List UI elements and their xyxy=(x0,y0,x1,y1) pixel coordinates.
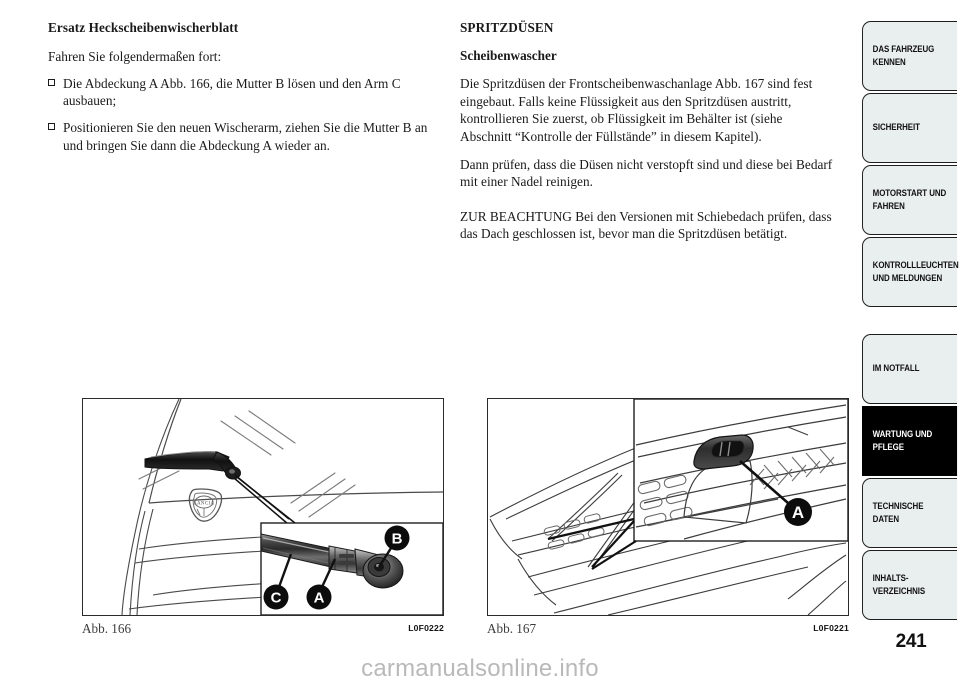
right-column-paragraph-3: ZUR BEACHTUNG Bei den Versionen mit Schi… xyxy=(460,208,832,242)
figure-167-code: L0F0221 xyxy=(813,623,849,633)
figure-166-caption: Abb. 166 L0F0222 xyxy=(82,621,444,637)
sidebar-tab-sicherheit[interactable]: SICHERHEIT xyxy=(862,93,958,163)
washer-nozzle-illustration: A xyxy=(489,399,848,615)
square-bullet-icon xyxy=(48,123,55,131)
figure-166-code: L0F0222 xyxy=(408,623,444,633)
right-column-heading: SPRITZDÜSEN xyxy=(460,20,554,35)
right-column-subheading: Scheibenwascher xyxy=(460,48,557,64)
sidebar-tab-label: KONTROLLLEUCHTEN UND MELDUNGEN xyxy=(872,259,959,283)
sidebar-tab-technische-daten[interactable]: TECHNISCHE DATEN xyxy=(862,478,958,548)
rear-wiper-blade xyxy=(144,451,241,480)
svg-text:A: A xyxy=(792,503,804,522)
figure-167: A Abb. 167 L0F0221 xyxy=(487,398,849,637)
chapter-tab-sidebar: DAS FAHRZEUG KENNEN SICHERHEIT MOTORSTAR… xyxy=(862,0,960,686)
callout-b: B xyxy=(384,525,410,551)
svg-text:B: B xyxy=(392,531,403,548)
figure-166-image: LANCIA xyxy=(82,398,444,616)
left-column-bullet-list: Die Abdeckung A Abb. 166, die Mutter B l… xyxy=(48,75,430,155)
sidebar-tab-wartung-und-pflege[interactable]: WARTUNG UND PFLEGE xyxy=(862,406,958,476)
sidebar-tab-im-notfall[interactable]: IM NOTFALL xyxy=(862,334,958,404)
rear-wiper-illustration: LANCIA xyxy=(121,399,443,615)
sidebar-tab-label: DAS FAHRZEUG KENNEN xyxy=(872,43,935,67)
sidebar-tab-label: WARTUNG UND PFLEGE xyxy=(872,428,933,452)
figure-166: LANCIA xyxy=(82,398,444,637)
right-text-column: SPRITZDÜSEN Scheibenwascher Die Spritzdü… xyxy=(460,20,835,254)
svg-text:LANCIA: LANCIA xyxy=(194,502,215,507)
lancia-badge: LANCIA xyxy=(188,488,223,522)
sidebar-tab-das-fahrzeug-kennen[interactable]: DAS FAHRZEUG KENNEN xyxy=(862,21,958,91)
figure-167-label: Abb. 167 xyxy=(487,621,537,636)
square-bullet-icon xyxy=(48,78,55,86)
figure-167-inset: A xyxy=(633,399,848,542)
washer-nozzle xyxy=(693,434,754,470)
sidebar-tab-label: MOTORSTART UND FAHREN xyxy=(872,187,947,211)
figure-166-label: Abb. 166 xyxy=(82,621,132,636)
sidebar-tab-label: TECHNISCHE DATEN xyxy=(872,500,924,524)
sidebar-tab-motorstart-und-fahren[interactable]: MOTORSTART UND FAHREN xyxy=(862,165,958,235)
callout-a: A xyxy=(784,498,812,526)
sidebar-tab-label: IM NOTFALL xyxy=(872,363,920,374)
left-text-column: Ersatz Heckscheibenwischerblatt Fahren S… xyxy=(48,20,430,164)
list-item-text: Positionieren Sie den neuen Wischerarm, … xyxy=(63,120,428,153)
sidebar-tab-label: INHALTS- VERZEICHNIS xyxy=(872,572,926,596)
figure-166-inset: B C A xyxy=(260,522,443,615)
list-item-text: Die Abdeckung A Abb. 166, die Mutter B l… xyxy=(63,75,401,108)
list-item: Die Abdeckung A Abb. 166, die Mutter B l… xyxy=(48,75,430,110)
watermark: carmanualsonline.info xyxy=(361,655,599,682)
svg-text:A: A xyxy=(314,590,325,607)
sidebar-tab-inhaltsverzeichnis[interactable]: INHALTS- VERZEICHNIS xyxy=(862,550,958,620)
right-column-paragraph-1: Die Spritzdüsen der Frontscheibenwaschan… xyxy=(460,76,813,144)
sidebar-tab-kontrollleuchten-und-meldungen[interactable]: KONTROLLLEUCHTEN UND MELDUNGEN xyxy=(862,237,959,307)
callout-c: C xyxy=(263,584,289,610)
left-column-intro: Fahren Sie folgendermaßen fort: xyxy=(48,49,222,65)
figure-167-image: A xyxy=(487,398,849,616)
callout-a: A xyxy=(306,584,332,610)
figure-167-caption: Abb. 167 L0F0221 xyxy=(487,621,849,637)
right-column-paragraph-2: Dann prüfen, dass die Düsen nicht versto… xyxy=(460,156,833,190)
list-item: Positionieren Sie den neuen Wischerarm, … xyxy=(48,119,430,154)
svg-text:C: C xyxy=(271,590,282,607)
left-column-heading: Ersatz Heckscheibenwischerblatt xyxy=(48,20,239,35)
page-number: 241 xyxy=(895,631,927,652)
sidebar-tab-label: SICHERHEIT xyxy=(872,122,920,133)
